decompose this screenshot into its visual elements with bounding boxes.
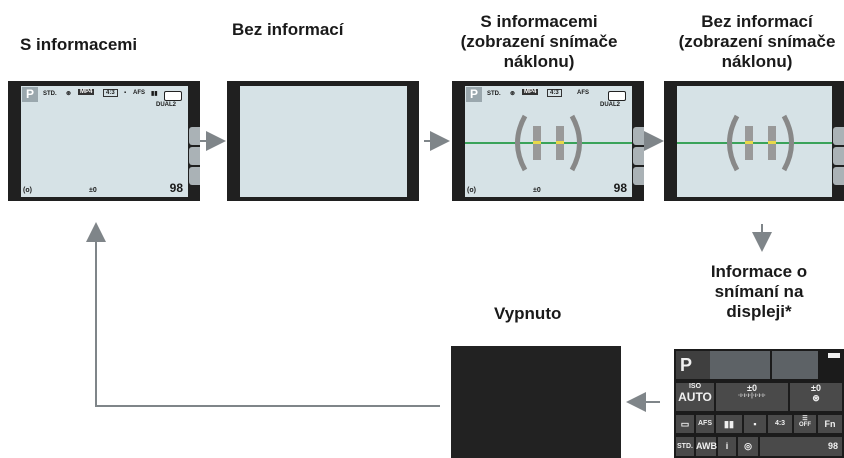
exposure-indicator: ±0: [89, 187, 97, 194]
caption-s-informacemi: S informacemi: [20, 35, 138, 54]
af-area-cell[interactable]: ▮▮: [716, 415, 742, 433]
metering-cell[interactable]: ◎: [738, 437, 758, 456]
iso-label: ISO: [688, 383, 702, 390]
lcd-area: P STD. ⊛ MP4 4:3 ▪ AFS ▮▮ DUAL2 (o) ±0 9…: [21, 86, 188, 197]
screen-with-info-tilt: P STD. ⊛ MP4 4:3 AFS DUAL2 (o) ±0 98: [452, 81, 644, 201]
flash-icon: ⊛: [66, 91, 72, 97]
return-path: [86, 222, 440, 407]
side-tab-1[interactable]: [833, 127, 844, 145]
battery-icon: [608, 91, 626, 101]
caption-line: displeji*: [726, 302, 792, 321]
quality-icon: MP4: [522, 89, 539, 95]
wifi-cell[interactable]: ☰ OFF: [794, 415, 816, 433]
side-tab-fn[interactable]: [633, 167, 644, 185]
metering-icon: (o): [23, 187, 32, 194]
screen-without-info: [227, 81, 419, 201]
side-tab-fn[interactable]: [189, 167, 200, 185]
metering-bar-icon: ▮▮: [151, 91, 158, 97]
focus-mode-icon: AFS: [577, 90, 589, 96]
exposure-comp-value: ±0: [747, 383, 757, 393]
side-tab-back[interactable]: [633, 147, 644, 165]
frame-count: 98: [169, 181, 183, 195]
iso-cell[interactable]: ISO AUTO: [676, 383, 714, 411]
drive-mode-cell[interactable]: ▭: [676, 415, 694, 433]
caption-line: (zobrazení snímače: [678, 32, 836, 51]
caption-line: náklonu): [503, 52, 575, 71]
exposure-indicator: ±0: [533, 187, 541, 194]
battery-icon: [164, 91, 182, 101]
tilt-level-icon: [465, 114, 632, 172]
screen-with-info: P STD. ⊛ MP4 4:3 ▪ AFS ▮▮ DUAL2 (o) ±0 9…: [8, 81, 200, 201]
caption-vypnuto: Vypnuto: [494, 304, 562, 323]
quality-cell[interactable]: 4:3: [768, 415, 792, 433]
focus-mode-cell[interactable]: AFS: [696, 415, 714, 433]
af-icon: ▪: [124, 90, 127, 96]
caption-line: náklonu): [721, 52, 793, 71]
caption-bez-informaci: Bez informací: [232, 20, 344, 39]
lcd-area: P STD. ⊛ MP4 4:3 AFS DUAL2 (o) ±0 98: [465, 86, 632, 197]
screen-off: [451, 346, 621, 458]
caption-bez-informaci-tilt: Bez informací (zobrazení snímače náklonu…: [672, 12, 842, 72]
screen-info-panel: P ISO AUTO ±0 ·ı·ı·ı·|·ı·ı·ı· ±0 ⊛ ▭ AFS…: [674, 349, 844, 458]
dual-indicator: DUAL2: [155, 102, 176, 108]
tilt-level-icon: [677, 114, 832, 172]
lcd-area: [677, 86, 832, 197]
caption-line: Bez informací: [701, 12, 813, 31]
flash-comp-cell[interactable]: ±0 ⊛: [790, 383, 842, 411]
caption-line: snímaní na: [714, 282, 804, 301]
size-icon: 4:3: [547, 89, 562, 97]
side-tab-fn[interactable]: [833, 167, 844, 185]
photo-style-indicator: STD.: [43, 91, 57, 97]
flash-icon: ⊛: [812, 393, 820, 403]
iso-value: AUTO: [678, 390, 712, 404]
side-tab-1[interactable]: [189, 127, 200, 145]
caption-s-informacemi-tilt: S informacemi (zobrazení snímače náklonu…: [454, 12, 624, 72]
dual-indicator: DUAL2: [599, 102, 620, 108]
side-tab-back[interactable]: [833, 147, 844, 165]
photo-size-cell[interactable]: ▪: [744, 415, 766, 433]
side-tab-1[interactable]: [633, 127, 644, 145]
frames-cell[interactable]: 98: [760, 437, 842, 456]
frame-count: 98: [613, 181, 627, 195]
lcd-area: [240, 86, 407, 197]
photo-style-indicator: STD.: [487, 91, 501, 97]
side-tab-back[interactable]: [189, 147, 200, 165]
fn-cell[interactable]: Fn: [818, 415, 842, 433]
mode-cell[interactable]: P: [676, 351, 710, 379]
mode-badge: P: [22, 87, 38, 102]
mode-badge: P: [466, 87, 482, 102]
flash-icon: ⊛: [510, 91, 516, 97]
aperture-cell[interactable]: [772, 351, 818, 379]
photo-style-cell[interactable]: STD.: [676, 437, 694, 456]
size-icon: 4:3: [103, 89, 118, 97]
i-dynamic-cell[interactable]: i: [718, 437, 736, 456]
wifi-icon: ☰: [802, 416, 808, 422]
exposure-scale: ·ı·ı·ı·|·ı·ı·ı·: [738, 393, 766, 399]
caption-line: S informacemi: [480, 12, 598, 31]
caption-line: Informace o: [710, 262, 808, 281]
caption-line: (zobrazení snímače: [460, 32, 618, 51]
quality-icon: MP4: [78, 89, 95, 95]
focus-mode-icon: AFS: [133, 90, 145, 96]
metering-icon: (o): [467, 187, 476, 194]
flash-comp-value: ±0: [811, 383, 821, 393]
battery-icon: [828, 353, 840, 358]
exposure-comp-cell[interactable]: ±0 ·ı·ı·ı·|·ı·ı·ı·: [716, 383, 788, 411]
wb-cell[interactable]: AWB: [696, 437, 717, 456]
shutter-cell[interactable]: [710, 351, 770, 379]
caption-informace-displej: Informace o snímaní na displeji*: [676, 262, 842, 322]
screen-without-info-tilt: [664, 81, 844, 201]
wifi-status: OFF: [799, 422, 811, 428]
